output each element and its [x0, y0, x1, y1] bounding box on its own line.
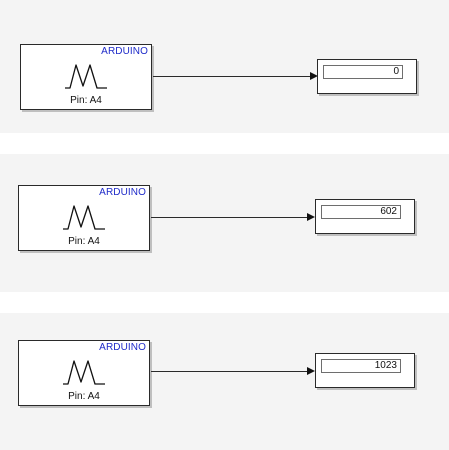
arduino-brand-label: ARDUINO — [101, 46, 148, 57]
model-canvas-3: ARDUINO Pin: A4 1023 — [0, 313, 449, 450]
signal-line[interactable] — [151, 217, 307, 218]
arduino-analog-input-block[interactable]: ARDUINO Pin: A4 — [18, 340, 150, 406]
signal-arrowhead — [310, 72, 318, 80]
analog-wave-icon — [63, 205, 105, 230]
arduino-brand-label: ARDUINO — [99, 187, 146, 198]
signal-arrowhead — [307, 367, 315, 375]
display-value: 0 — [323, 65, 403, 79]
analog-wave-icon — [65, 64, 107, 89]
analog-wave-icon — [63, 360, 105, 385]
arduino-analog-input-block[interactable]: ARDUINO Pin: A4 — [20, 44, 152, 110]
display-block[interactable]: 602 — [315, 199, 415, 234]
display-value: 602 — [321, 205, 401, 219]
signal-line[interactable] — [153, 76, 311, 77]
arduino-analog-input-block[interactable]: ARDUINO Pin: A4 — [18, 185, 150, 251]
pin-label: Pin: A4 — [68, 236, 100, 247]
display-value: 1023 — [321, 359, 401, 373]
model-canvas-2: ARDUINO Pin: A4 602 — [0, 154, 449, 292]
signal-line[interactable] — [151, 371, 307, 372]
model-canvas-1: ARDUINO Pin: A4 0 — [0, 0, 449, 133]
display-block[interactable]: 1023 — [315, 353, 415, 388]
display-block[interactable]: 0 — [317, 59, 417, 94]
pin-label: Pin: A4 — [68, 391, 100, 402]
signal-arrowhead — [307, 213, 315, 221]
arduino-brand-label: ARDUINO — [99, 342, 146, 353]
pin-label: Pin: A4 — [70, 95, 102, 106]
